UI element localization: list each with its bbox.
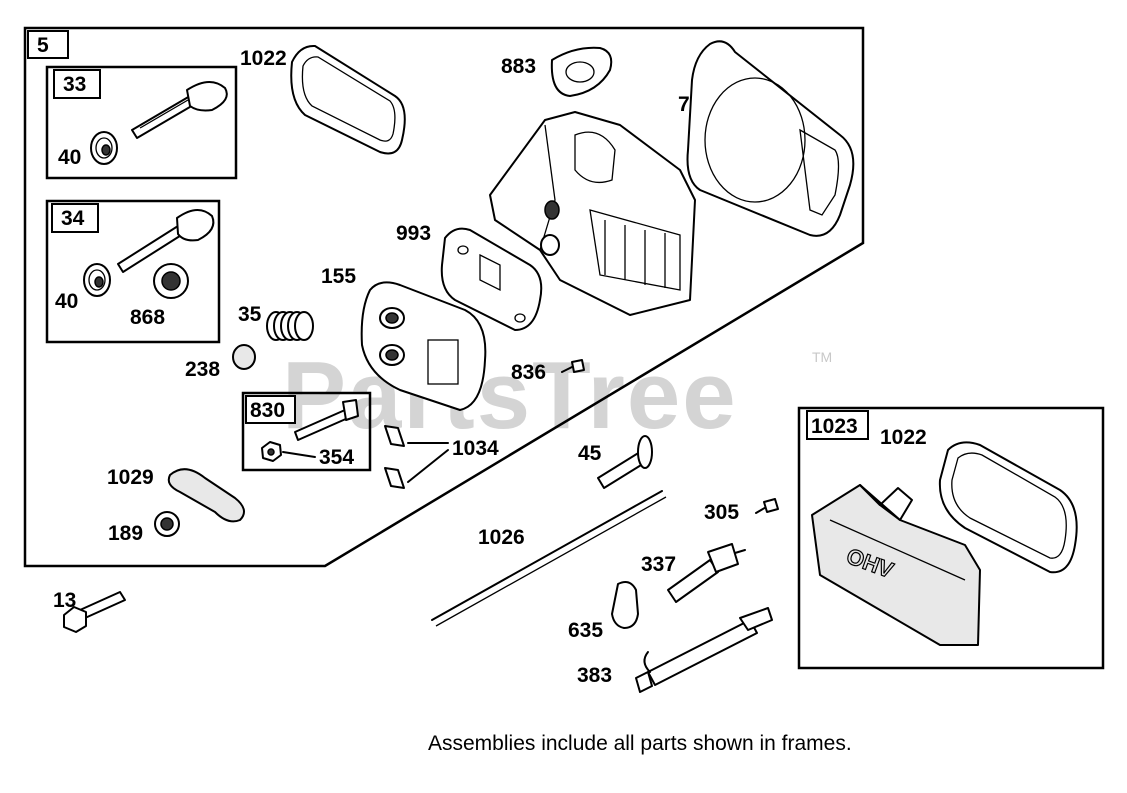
frame-34-border [45, 199, 221, 344]
label-383: 383 [577, 664, 612, 687]
label-1029: 1029 [107, 466, 154, 489]
screw-836 [561, 359, 585, 373]
label-1034: 1034 [452, 437, 499, 460]
label-337: 337 [641, 553, 676, 576]
valve-seal-40a [90, 131, 118, 165]
stud-45 [597, 435, 653, 489]
gasket-1022-cover [938, 441, 1078, 574]
label-993: 993 [396, 222, 431, 245]
bolt-13 [63, 591, 126, 633]
cylinder-head [489, 111, 696, 316]
label-40-a: 40 [58, 146, 81, 169]
gasket-1022-top [290, 44, 406, 155]
screw-305 [755, 498, 779, 514]
label-1022-top: 1022 [240, 47, 287, 70]
frame-830-label: 830 [250, 399, 285, 422]
assemblies-note: Assemblies include all parts shown in fr… [428, 732, 852, 755]
clip-1034-b [384, 467, 405, 489]
push-rod-1026 [431, 490, 663, 621]
intake-valve [117, 209, 215, 273]
frame-1023-border [797, 406, 1105, 670]
label-883: 883 [501, 55, 536, 78]
frame-5-border [23, 26, 865, 568]
label-305: 305 [704, 501, 739, 524]
frame-33-border [45, 65, 238, 180]
label-1022-cover: 1022 [880, 426, 927, 449]
nut-189 [154, 511, 180, 537]
breather-tube [294, 399, 359, 441]
frame-1023-label: 1023 [811, 415, 858, 438]
leader-1034-b [407, 449, 449, 483]
seal-868 [153, 263, 189, 299]
frame-830-border [241, 391, 372, 472]
frame-34-label: 34 [61, 207, 85, 230]
frame-33-tag [53, 69, 101, 99]
rocker-arm-1029 [167, 468, 245, 523]
head-gasket-7 [686, 40, 855, 237]
label-189: 189 [108, 522, 143, 545]
label-45: 45 [578, 442, 602, 465]
frame-33-label: 33 [63, 73, 86, 96]
label-868: 868 [130, 306, 165, 329]
label-155: 155 [321, 265, 356, 288]
watermark: PartsTree [282, 342, 738, 449]
frame-830-tag [245, 395, 296, 424]
plug-238 [232, 344, 256, 370]
spark-plug-337 [667, 543, 746, 603]
label-40-b: 40 [55, 290, 78, 313]
label-1026: 1026 [478, 526, 525, 549]
label-635: 635 [568, 619, 603, 642]
label-13: 13 [53, 589, 76, 612]
frame-5-tag [27, 30, 69, 59]
valve-seal-40b [83, 263, 111, 297]
label-354: 354 [319, 446, 354, 469]
frame-34-tag [51, 203, 99, 233]
exhaust-valve [131, 81, 228, 139]
frame-5-label: 5 [37, 34, 49, 57]
gasket-883 [550, 46, 613, 97]
spring-35 [266, 311, 314, 341]
label-35: 35 [238, 303, 262, 326]
clip-1034-a [384, 425, 405, 447]
tool-383 [635, 607, 773, 693]
watermark-trademark: TM [812, 349, 832, 365]
label-7: 7 [678, 93, 690, 116]
nut-354 [261, 441, 282, 462]
gasket-993 [440, 227, 543, 331]
boot-635 [611, 581, 639, 629]
leader-354 [282, 451, 316, 458]
valve-cover: OHV [811, 484, 981, 646]
frame-1023-tag [806, 410, 869, 440]
label-836: 836 [511, 361, 546, 384]
label-238: 238 [185, 358, 220, 381]
